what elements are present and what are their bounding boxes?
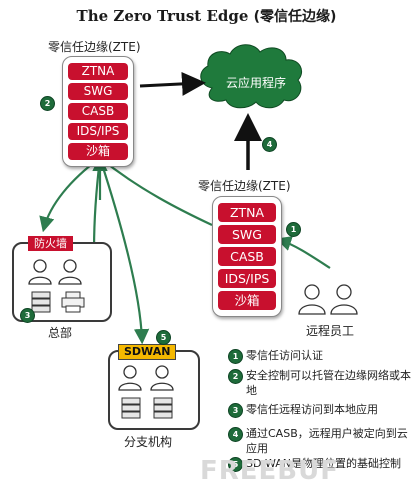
user-icon [28, 259, 82, 285]
arrow-to-branch [98, 157, 150, 345]
zte-top-item: CASB [68, 103, 128, 120]
zte-mid-item: IDS/IPS [218, 269, 276, 288]
branch-label: 分支机构 [124, 435, 173, 449]
zte-mid-item: CASB [218, 247, 276, 266]
legend-badge: 5 [228, 457, 243, 472]
legend: 1 零信任访问认证 2 安全控制可以托管在边缘网络或本地 3 零信任远程访问到本… [228, 348, 413, 478]
zte-mid-item: ZTNA [218, 203, 276, 222]
page-title: The Zero Trust Edge (零信任边缘) [0, 6, 413, 26]
arrow-zte-to-cloud [139, 71, 206, 96]
zte-mid-item: SWG [218, 225, 276, 244]
arrow-from-mid [99, 157, 213, 226]
zte-top-item: SWG [68, 83, 128, 100]
hq-label: 总部 [48, 326, 73, 340]
legend-badge: 1 [228, 349, 243, 364]
cloud-label: 云应用程序 [226, 76, 287, 90]
server-icon [121, 397, 173, 419]
title-en: The Zero Trust Edge [76, 7, 249, 25]
branch-icons [118, 365, 174, 419]
legend-text: SD-WAN是物理位置的基础控制 [246, 457, 402, 470]
zte-top-item: IDS/IPS [68, 123, 128, 140]
printer-icon [61, 291, 85, 313]
cloud-shape [200, 44, 302, 109]
zte-top-item: ZTNA [68, 63, 128, 80]
zte-mid-stack: ZTNA SWG CASB IDS/IPS 沙箱 [212, 196, 282, 317]
legend-badge: 4 [228, 427, 243, 442]
badge-1: 1 [286, 222, 301, 237]
legend-text: 安全控制可以托管在边缘网络或本地 [246, 369, 411, 397]
zte-mid-item: 沙箱 [218, 291, 276, 310]
badge-2: 2 [40, 96, 55, 111]
zte-mid-label: 零信任边缘(ZTE) [198, 179, 291, 193]
legend-text: 零信任远程访问到本地应用 [246, 403, 378, 416]
legend-text: 零信任访问认证 [246, 349, 323, 362]
title-cn: (零信任边缘) [253, 9, 337, 25]
badge-3: 3 [20, 308, 35, 323]
user-icon [298, 284, 358, 315]
legend-text: 通过CASB，远程用户被定向到云应用 [246, 427, 408, 455]
badge-4: 4 [262, 137, 277, 152]
server-icon [31, 291, 51, 313]
arrow-to-hq [39, 157, 101, 233]
user-icon [118, 365, 174, 391]
zte-top-item: 沙箱 [68, 143, 128, 160]
hq-icons [28, 259, 85, 313]
zte-top-label: 零信任边缘(ZTE) [48, 40, 141, 54]
legend-badge: 3 [228, 403, 243, 418]
watermark-text: FREEBUF [200, 456, 339, 486]
remote-user-icons [298, 284, 358, 315]
firewall-tag: 防火墙 [28, 236, 73, 251]
badge-5: 5 [156, 330, 171, 345]
arrow-remote-to-zte [275, 236, 331, 269]
legend-badge: 2 [228, 369, 243, 384]
sdwan-tag: SDWAN [118, 344, 177, 360]
zte-top-stack: ZTNA SWG CASB IDS/IPS 沙箱 [62, 56, 134, 167]
remote-label: 远程员工 [306, 324, 355, 338]
